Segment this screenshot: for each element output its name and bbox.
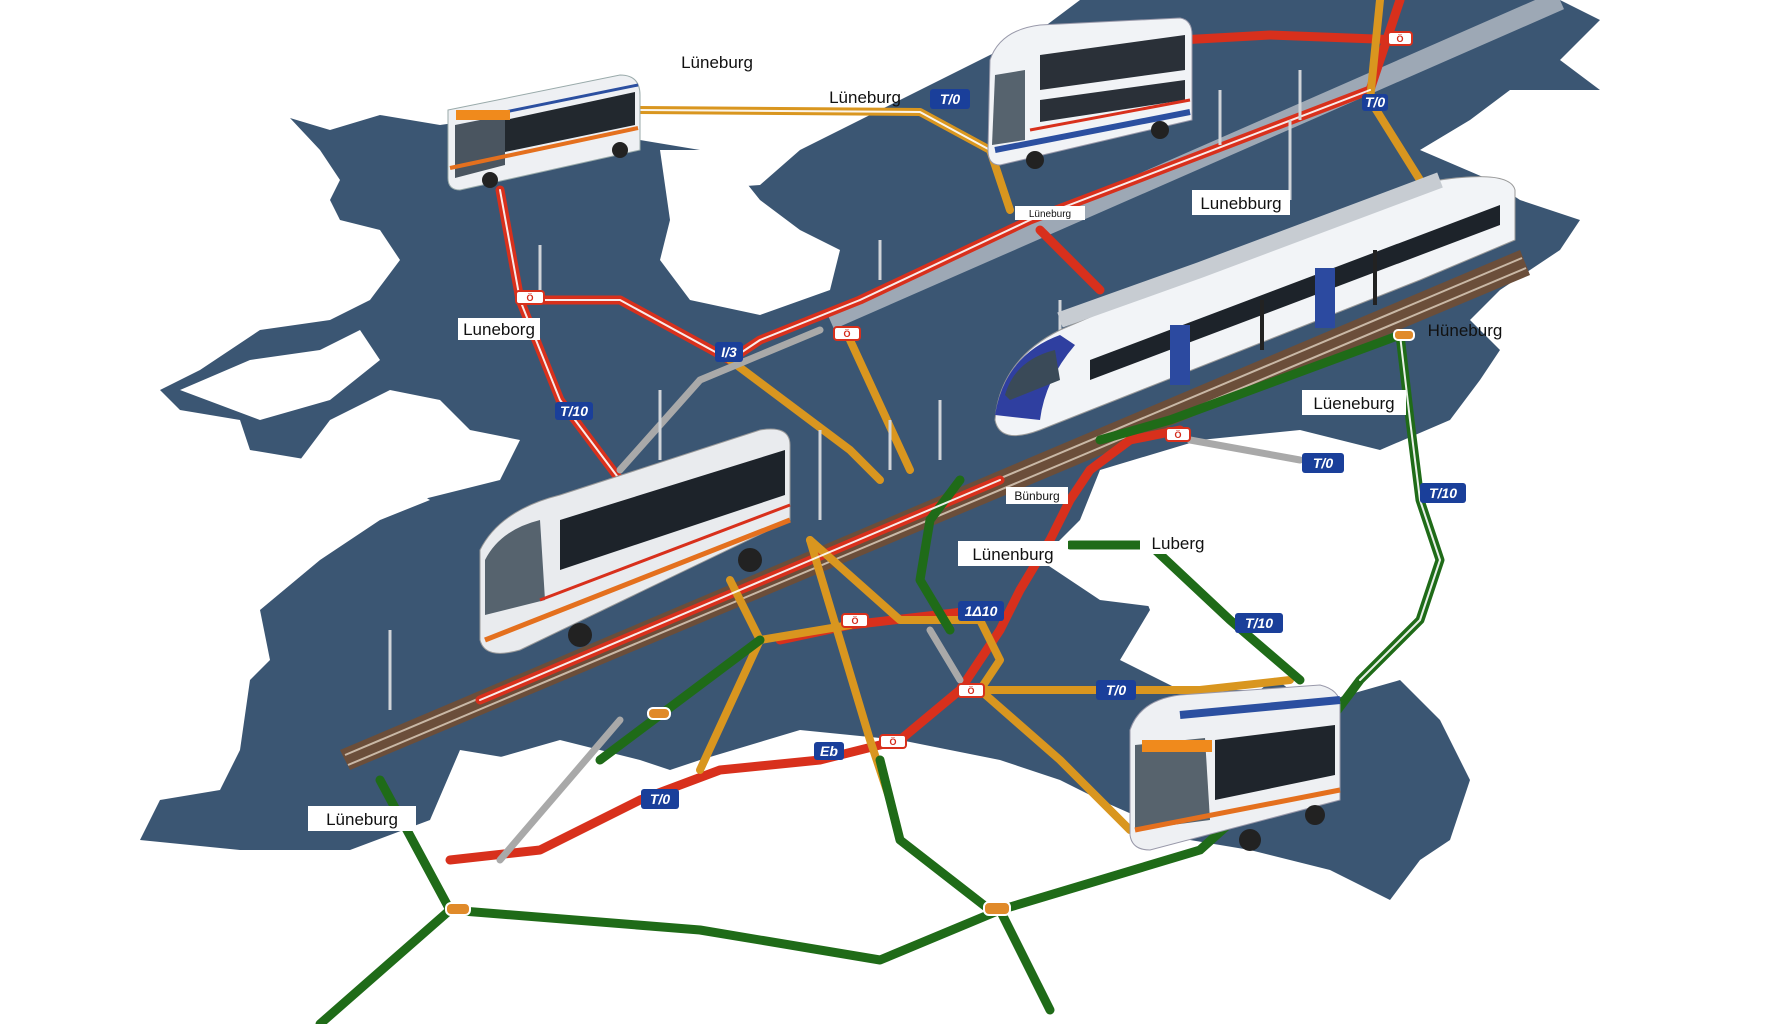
- route-badge[interactable]: T/0: [1302, 453, 1344, 473]
- coach-bus: [479, 428, 791, 654]
- place-label-box: Lüneburg: [308, 806, 416, 831]
- gray-route: [496, 326, 1304, 864]
- svg-text:Ö: Ö: [843, 329, 850, 339]
- place-label: Lüneburg: [829, 88, 901, 107]
- route-badge[interactable]: I/3: [715, 342, 743, 362]
- svg-text:Hüneburg: Hüneburg: [1428, 321, 1503, 340]
- svg-text:T/0: T/0: [1313, 455, 1333, 471]
- svg-text:I/3: I/3: [721, 344, 737, 360]
- svg-text:Lüeneburg: Lüeneburg: [1313, 394, 1394, 413]
- place-label-box: Hüneburg: [1428, 321, 1503, 340]
- station-marker[interactable]: Ö: [841, 613, 869, 628]
- svg-text:T/0: T/0: [1106, 682, 1126, 698]
- station-marker[interactable]: Ö: [515, 290, 545, 305]
- svg-text:Ö: Ö: [526, 293, 533, 303]
- route-badge[interactable]: Eb: [814, 742, 844, 760]
- junction-dot: [1393, 329, 1415, 341]
- station-marker[interactable]: Ö: [879, 734, 907, 749]
- svg-text:Bünburg: Bünburg: [1014, 489, 1059, 503]
- svg-text:T/0: T/0: [1365, 94, 1385, 110]
- svg-text:Luneborg: Luneborg: [463, 320, 535, 339]
- place-label-box: Lüneburg: [1015, 206, 1085, 220]
- svg-text:Lunebburg: Lunebburg: [1200, 194, 1281, 213]
- place-label-box: Luneborg: [458, 318, 540, 340]
- svg-text:Lüneburg: Lüneburg: [326, 810, 398, 829]
- route-badge[interactable]: T/10: [555, 402, 593, 420]
- svg-text:Ö: Ö: [1396, 34, 1403, 44]
- place-labels: Lüneburg Lüneburg Lunebburg Lüneburg Lun…: [308, 53, 1503, 831]
- junction-dot: [647, 707, 671, 720]
- svg-text:Ö: Ö: [889, 737, 896, 747]
- svg-text:T/10: T/10: [1429, 485, 1457, 501]
- place-label-box: Lünenburg: [958, 541, 1068, 566]
- svg-text:T/10: T/10: [1245, 615, 1273, 631]
- place-label-box: Bünburg: [1006, 487, 1068, 504]
- route-badge[interactable]: T/0: [930, 89, 970, 109]
- svg-text:Lüneburg: Lüneburg: [1029, 209, 1071, 220]
- place-label-box: Lüeneburg: [1302, 390, 1406, 415]
- svg-text:T/10: T/10: [560, 403, 588, 419]
- city-bus: [1129, 684, 1341, 851]
- station-marker[interactable]: Ö: [957, 683, 985, 698]
- catenary-poles: [388, 70, 1302, 710]
- svg-text:Lünenburg: Lünenburg: [972, 545, 1053, 564]
- route-badges: T/0 T/0 I/3 T/10 T/0 T/10 T/10 1Δ10 T/0 …: [555, 89, 1466, 809]
- station-marker[interactable]: Ö: [1165, 427, 1191, 442]
- route-badge[interactable]: T/0: [1362, 94, 1388, 111]
- route-badge[interactable]: T/0: [1096, 680, 1136, 700]
- junction-dot: [445, 902, 471, 916]
- station-marker[interactable]: Ö: [1387, 31, 1413, 46]
- place-label: Lüneburg: [681, 53, 753, 72]
- water-clouds: [180, 150, 1570, 940]
- svg-text:Eb: Eb: [820, 743, 838, 759]
- high-speed-train: [994, 172, 1516, 437]
- route-badge[interactable]: T/0: [641, 789, 679, 809]
- route-badge[interactable]: T/10: [1235, 613, 1283, 633]
- svg-text:Luberg: Luberg: [1152, 534, 1205, 553]
- svg-text:Ö: Ö: [1174, 430, 1181, 440]
- svg-text:T/0: T/0: [650, 791, 670, 807]
- svg-text:1Δ10: 1Δ10: [965, 603, 998, 619]
- svg-text:T/0: T/0: [940, 91, 960, 107]
- route-badge[interactable]: T/10: [1420, 483, 1466, 503]
- place-label-box: Luberg: [1140, 530, 1216, 554]
- svg-text:Ö: Ö: [851, 616, 858, 626]
- station-marker[interactable]: Ö: [833, 326, 861, 341]
- route-lines: [315, 0, 1445, 1024]
- junction-dot: [983, 901, 1011, 916]
- bus-top-left: [447, 74, 641, 191]
- station-markers: Ö Ö Ö Ö Ö Ö Ö: [445, 31, 1415, 916]
- double-decker-bus: [987, 17, 1193, 169]
- place-label-box: Lunebburg: [1192, 190, 1290, 215]
- svg-text:Ö: Ö: [967, 686, 974, 696]
- route-badge[interactable]: 1Δ10: [958, 601, 1004, 621]
